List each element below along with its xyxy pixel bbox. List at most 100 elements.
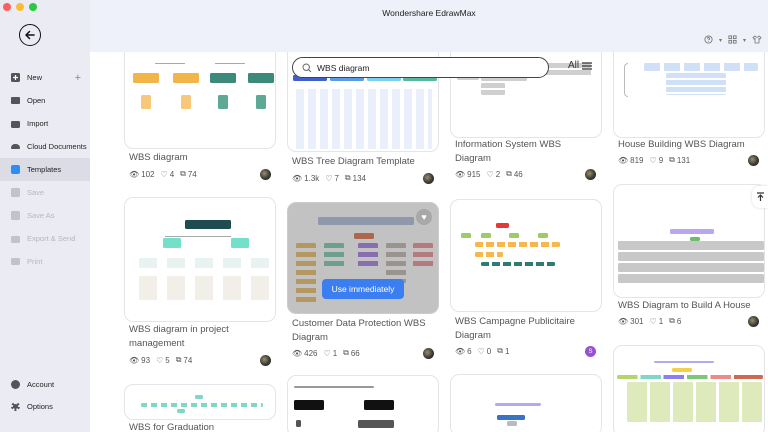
apps-grid-icon[interactable] bbox=[728, 35, 737, 46]
sidebar-item-import[interactable]: Import bbox=[0, 112, 90, 135]
author-avatar[interactable] bbox=[260, 169, 271, 180]
sidebar-item-label: Save As bbox=[27, 211, 55, 220]
template-thumbnail[interactable] bbox=[613, 52, 765, 138]
eye-icon: 👁 bbox=[455, 346, 466, 356]
template-title[interactable]: Information System WBS Diagram bbox=[455, 139, 562, 164]
template-stats: 👁426 ♡1 ⧉66 bbox=[292, 348, 360, 358]
close-window-button[interactable] bbox=[3, 3, 11, 11]
window-controls bbox=[3, 3, 37, 11]
sidebar-item-cloud-documents[interactable]: Cloud Documents bbox=[0, 135, 90, 158]
template-thumbnail[interactable] bbox=[450, 374, 602, 432]
export-icon bbox=[11, 236, 20, 243]
template-thumbnail[interactable] bbox=[124, 52, 276, 149]
template-stats: 👁915 ♡2 ⧉46 bbox=[455, 169, 523, 179]
heart-icon: ♥ bbox=[421, 212, 427, 222]
template-card[interactable]: WBS Campagne Publicitaire Diagram 👁6 ♡0 … bbox=[450, 199, 602, 364]
template-stats: 👁819 ♡9 ⧉131 bbox=[618, 155, 690, 165]
sidebar-item-label: Save bbox=[27, 188, 45, 197]
template-title[interactable]: WBS diagram bbox=[129, 152, 188, 163]
eye-icon: 👁 bbox=[292, 173, 303, 183]
arrow-to-top-icon bbox=[756, 192, 764, 201]
help-icon[interactable] bbox=[704, 35, 713, 46]
filter-all-button[interactable]: All bbox=[568, 60, 593, 71]
copies-stat: ⧉134 bbox=[344, 173, 366, 183]
template-thumbnail[interactable] bbox=[613, 345, 765, 432]
views-stat: 👁93 bbox=[129, 355, 151, 365]
eye-icon: 👁 bbox=[292, 348, 303, 358]
template-stats: 👁1.3k ♡7 ⧉134 bbox=[292, 173, 366, 183]
back-button[interactable] bbox=[19, 24, 41, 46]
skin-shirt-icon[interactable] bbox=[752, 35, 762, 46]
template-card[interactable]: WBS Diagram to Build A House 👁301 ♡1 ⧉6 bbox=[613, 184, 765, 354]
author-avatar[interactable] bbox=[585, 169, 596, 180]
author-avatar[interactable] bbox=[748, 316, 759, 327]
template-card[interactable] bbox=[613, 345, 765, 432]
template-title[interactable]: WBS diagram in project management bbox=[129, 324, 229, 349]
print-icon bbox=[11, 258, 20, 265]
sidebar-item-label: New bbox=[27, 73, 43, 82]
sidebar-item-label: Options bbox=[27, 401, 53, 411]
heart-icon: ♡ bbox=[325, 173, 333, 183]
add-icon[interactable]: + bbox=[74, 71, 81, 84]
sidebar-item-print: Print bbox=[0, 250, 90, 273]
author-avatar[interactable] bbox=[260, 355, 271, 366]
eye-icon: 👁 bbox=[618, 316, 629, 326]
template-card[interactable] bbox=[287, 375, 439, 432]
apps-caret-icon[interactable]: ▾ bbox=[742, 38, 746, 44]
search-input[interactable] bbox=[317, 62, 517, 73]
zoom-window-button[interactable] bbox=[29, 3, 37, 11]
copies-stat: ⧉74 bbox=[175, 355, 193, 365]
copies-stat: ⧉46 bbox=[506, 169, 523, 179]
views-stat: 👁915 bbox=[455, 169, 481, 179]
views-stat: 👁426 bbox=[292, 348, 318, 358]
eye-icon: 👁 bbox=[618, 155, 629, 165]
copy-icon: ⧉ bbox=[344, 173, 351, 182]
template-title[interactable]: WBS Tree Diagram Template bbox=[292, 156, 415, 167]
author-avatar[interactable] bbox=[423, 348, 434, 359]
sidebar-item-new[interactable]: New + bbox=[0, 66, 90, 89]
template-title[interactable]: WBS for Graduation bbox=[129, 422, 215, 432]
templates-chat-icon bbox=[11, 165, 20, 174]
template-title[interactable]: Customer Data Protection WBS Diagram bbox=[292, 318, 426, 343]
template-card[interactable]: ♥ Use immediately Customer Data Protecti… bbox=[287, 202, 439, 362]
template-title[interactable]: WBS Diagram to Build A House bbox=[618, 300, 751, 311]
template-thumbnail[interactable]: ♥ Use immediately bbox=[287, 202, 439, 314]
minimize-window-button[interactable] bbox=[16, 3, 24, 11]
help-caret-icon[interactable]: ▾ bbox=[718, 38, 722, 44]
author-avatar[interactable] bbox=[748, 155, 759, 166]
likes-stat: ♡2 bbox=[486, 169, 501, 179]
sidebar-item-label: Cloud Documents bbox=[27, 142, 87, 151]
template-thumbnail[interactable] bbox=[124, 384, 276, 420]
likes-stat: ♡4 bbox=[160, 169, 175, 179]
author-avatar[interactable]: S bbox=[585, 346, 596, 357]
sidebar-item-options[interactable]: Options bbox=[0, 395, 90, 417]
import-icon bbox=[11, 121, 20, 128]
template-thumbnail[interactable] bbox=[124, 197, 276, 322]
template-card[interactable]: WBS diagram 👁102 ♡4 ⧉74 bbox=[124, 52, 276, 187]
sidebar-item-open[interactable]: Open bbox=[0, 89, 90, 112]
copies-stat: ⧉74 bbox=[180, 169, 197, 179]
sidebar-item-label: Templates bbox=[27, 165, 62, 174]
sidebar-item-account[interactable]: Account bbox=[0, 373, 90, 395]
template-title[interactable]: House Building WBS Diagram bbox=[618, 139, 745, 150]
template-search-box[interactable] bbox=[292, 57, 549, 78]
template-thumbnail[interactable] bbox=[450, 199, 602, 312]
search-icon bbox=[302, 62, 312, 72]
template-card[interactable]: WBS diagram in project management 👁93 ♡5… bbox=[124, 197, 276, 372]
template-card[interactable]: House Building WBS Diagram 👁819 ♡9 ⧉131 bbox=[613, 52, 765, 187]
author-avatar[interactable] bbox=[423, 173, 434, 184]
template-thumbnail[interactable] bbox=[613, 184, 765, 298]
template-card[interactable] bbox=[450, 374, 602, 432]
sidebar-item-templates[interactable]: Templates bbox=[0, 158, 90, 181]
window-title: Wondershare EdrawMax bbox=[382, 8, 476, 18]
scroll-to-top-button[interactable] bbox=[752, 186, 768, 208]
use-immediately-button[interactable]: Use immediately bbox=[322, 279, 404, 299]
favorite-button[interactable]: ♥ bbox=[416, 209, 432, 225]
template-card[interactable]: WBS for Graduation bbox=[124, 384, 276, 432]
heart-icon: ♡ bbox=[649, 316, 657, 326]
arrow-left-icon bbox=[25, 30, 35, 40]
template-thumbnail[interactable] bbox=[287, 375, 439, 432]
likes-stat: ♡5 bbox=[156, 355, 170, 365]
template-title[interactable]: WBS Campagne Publicitaire Diagram bbox=[455, 316, 575, 341]
views-stat: 👁819 bbox=[618, 155, 644, 165]
